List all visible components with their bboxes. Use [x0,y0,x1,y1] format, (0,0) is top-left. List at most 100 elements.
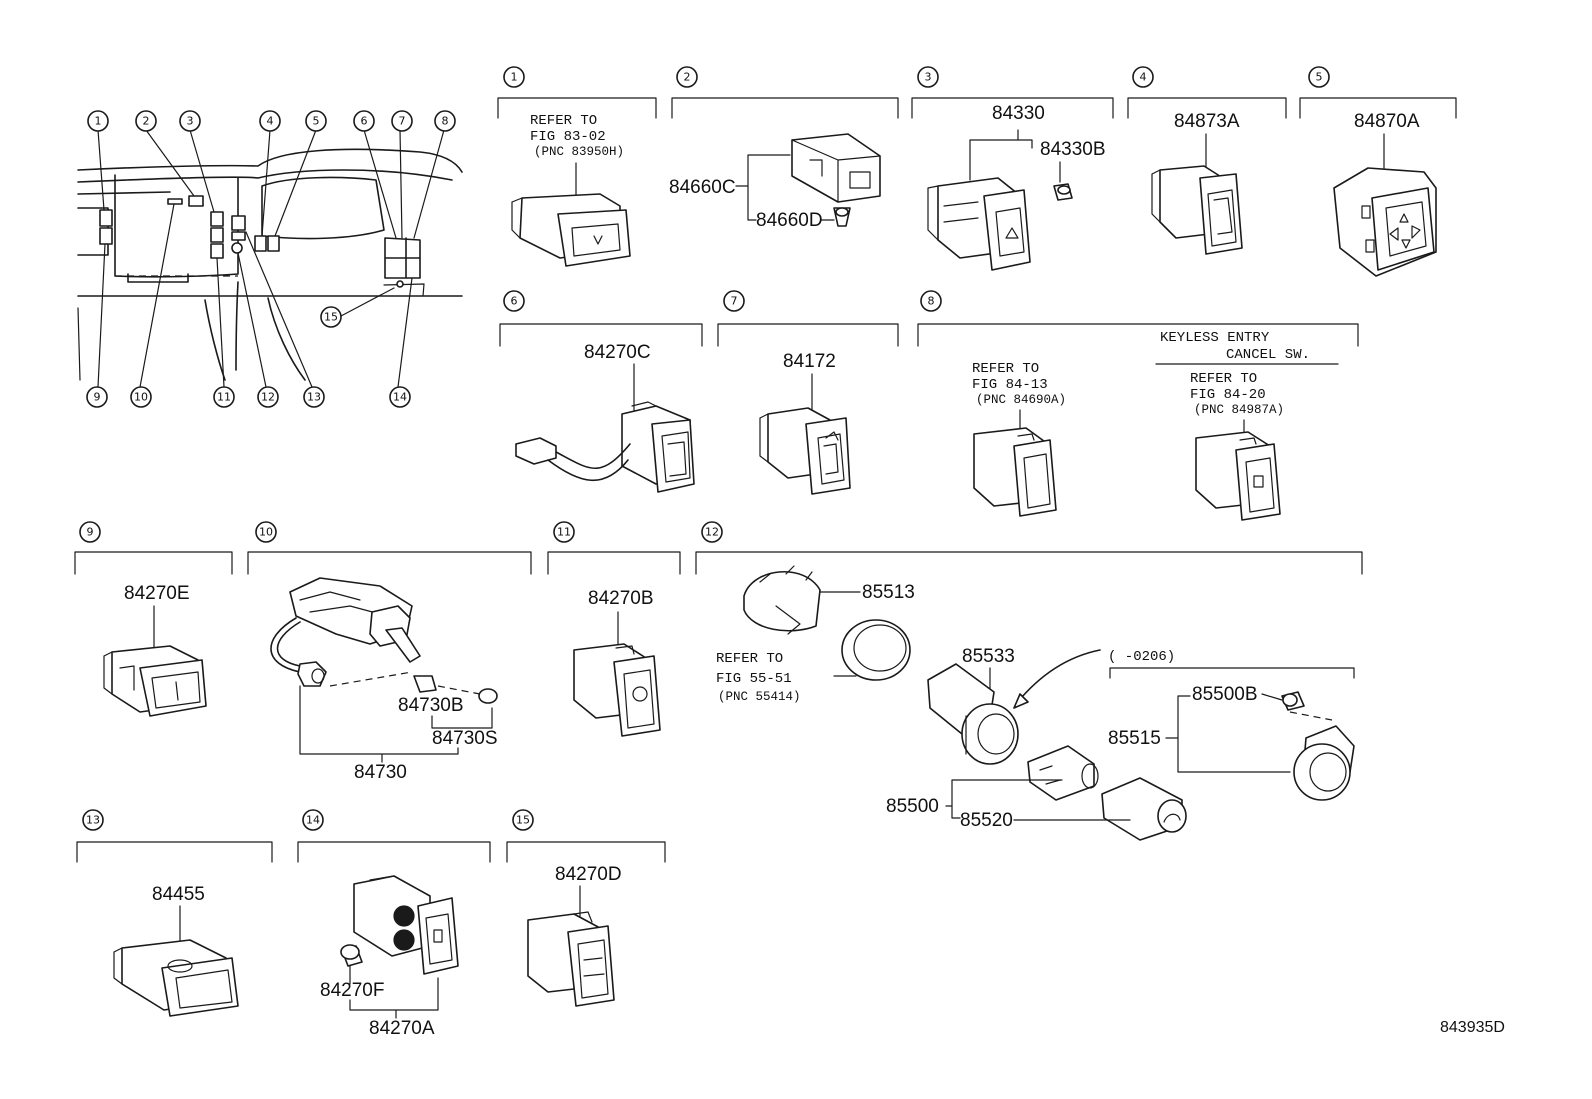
part-number: 85515 [1108,728,1161,749]
switch-part [1195,431,1281,521]
svg-text:2: 2 [143,115,150,128]
overview-callout: 5 [305,110,327,132]
overview-callout: 10 [130,386,152,408]
section-number: 8 [928,295,935,308]
switch-part [973,427,1057,517]
part-number: 84270C [584,342,651,363]
section-5: 5 84870A [1299,66,1457,277]
switch-part [621,401,695,493]
section-title: KEYLESS ENTRY [1160,330,1270,346]
bulb-part [833,207,851,227]
part-number: 84270B [588,588,654,609]
section-9: 9 84270E [74,521,233,717]
section-number: 14 [306,814,320,827]
svg-text:4: 4 [267,115,274,128]
section-number: 11 [557,526,571,539]
section-number: 12 [705,526,719,539]
part-number: 84730B [398,695,464,716]
section-number: 13 [86,814,100,827]
switch-part [527,911,615,1007]
part-number: 84730 [354,762,407,783]
section-14: 14 84270F 84270A [297,809,491,1039]
section-number: 4 [1140,71,1147,84]
wire-harness [270,617,327,687]
svg-text:1: 1 [95,115,102,128]
svg-text:14: 14 [393,391,407,404]
svg-text:6: 6 [361,115,368,128]
part-number: 84660C [669,177,736,198]
switch-part [289,577,421,663]
socket-part [743,565,821,635]
switch-part [1333,167,1437,277]
svg-text:8: 8 [442,115,449,128]
section-title: CANCEL SW. [1226,347,1310,363]
svg-text:13: 13 [307,391,321,404]
section-4: 4 84873A [1127,66,1287,255]
svg-text:3: 3 [187,115,194,128]
part-number: 84870A [1354,111,1420,132]
section-number: 15 [516,814,530,827]
overview-callout: 15 [320,306,342,328]
switch-part [759,407,851,495]
part-number: 84455 [152,884,205,905]
section-7: 7 84172 [717,290,899,495]
section-3: 3 84330 84330B [911,66,1114,271]
overview-callout: 13 [303,386,325,408]
part-number: 85533 [962,646,1015,667]
lighter-socket-part [927,663,1019,765]
switch-part [791,133,881,203]
svg-text:9: 9 [94,391,101,404]
overview-callout: 12 [257,386,279,408]
section-2: 2 84660C 84660D [669,66,899,231]
part-number: 84330B [1040,139,1106,160]
section-15: 15 84270D [506,809,666,1007]
part-number: 85500 [886,796,939,817]
lighter-knob-part [1101,777,1187,841]
dashboard-overview: 1 2 3 4 5 6 7 8 9 10 11 12 13 14 15 [77,110,463,408]
section-6: 6 84270C [499,290,703,493]
svg-text:5: 5 [313,115,320,128]
switch-part [511,193,631,267]
part-number: 85520 [960,810,1013,831]
part-number: 84660D [756,210,823,231]
reference-note: FIG 84-20 [1190,387,1266,403]
overview-callout: 4 [259,110,281,132]
section-number: 7 [731,295,738,308]
reference-note: REFER TO [1190,371,1257,387]
svg-text:10: 10 [134,391,148,404]
overview-callout: 6 [353,110,375,132]
overview-callout: 8 [434,110,456,132]
svg-text:11: 11 [217,391,231,404]
part-number: 84270E [124,583,190,604]
reference-note: FIG 83-02 [530,129,606,145]
section-number: 5 [1316,71,1323,84]
reference-note: REFER TO [530,113,597,129]
section-10: 10 84730B 84730S 84730 [247,521,532,783]
part-number: 84270F [320,980,384,1001]
part-number: 84873A [1174,111,1240,132]
section-11: 11 84270B [547,521,681,737]
overview-callout: 7 [391,110,413,132]
bulb-part [340,944,363,967]
overview-callout: 1 [87,110,109,132]
svg-text:12: 12 [261,391,275,404]
part-number: 84270D [555,864,622,885]
section-13: 13 84455 [76,809,273,1017]
switch-part [927,177,1031,271]
part-number: 84330 [992,103,1045,124]
reference-note: FIG 84-13 [972,377,1048,393]
reference-note: (PNC 84987A) [1194,403,1284,417]
reference-note: (PNC 55414) [718,690,801,704]
reference-note: (PNC 84690A) [976,393,1066,407]
section-number: 9 [87,526,94,539]
bulb-part [1281,691,1305,711]
figure-code: 843935D [1440,1019,1505,1036]
section-number: 1 [511,71,518,84]
section-12: 12 85513 REFER TO FIG 55-51 (PNC 55414) … [695,521,1363,841]
switch-part [103,645,207,717]
bulb-part [1053,183,1073,201]
part-number: 84270A [369,1018,435,1039]
part-number: 84730S [432,728,498,749]
section-8: 8 KEYLESS ENTRY CANCEL SW. REFER TO FIG … [917,290,1359,521]
